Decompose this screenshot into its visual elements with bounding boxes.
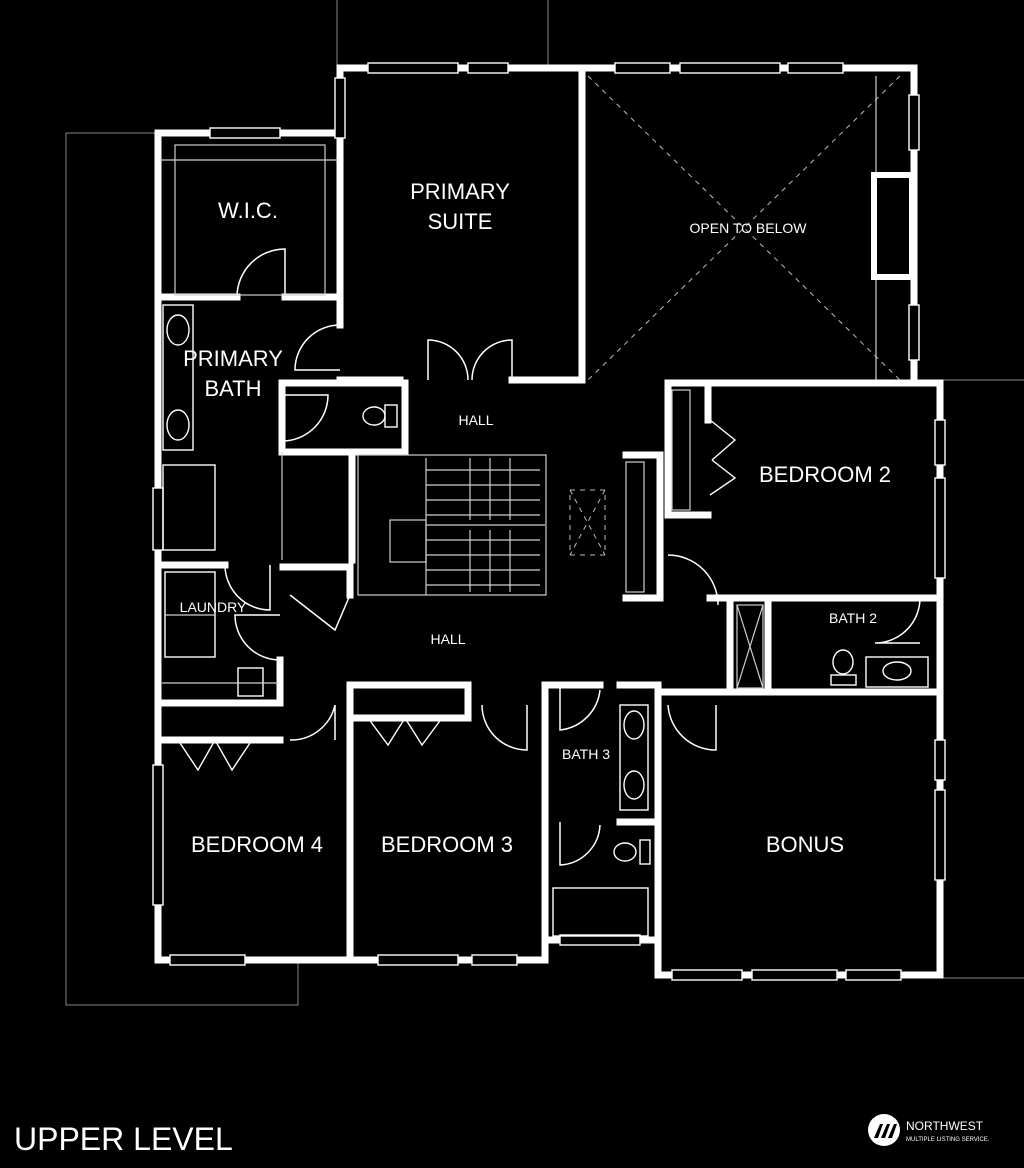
logo-badge-icon [868, 1114, 900, 1146]
room-labels: W.I.C. PRIMARY SUITE OPEN TO BELOW PRIMA… [180, 179, 891, 857]
bath3-label: BATH 3 [562, 746, 610, 762]
primary-suite-label-line1: PRIMARY [410, 179, 510, 204]
stair-treads [389, 458, 545, 595]
fixtures [160, 144, 929, 937]
doors [177, 248, 921, 866]
bedroom2-label: BEDROOM 2 [759, 462, 891, 487]
site-outline [65, 0, 1024, 1006]
logo-tagline: MULTIPLE LISTING SERVICE. [906, 1137, 990, 1143]
level-title: UPPER LEVEL [14, 1121, 233, 1157]
laundry-label: LAUNDRY [180, 599, 247, 615]
bonus-label: BONUS [766, 832, 844, 857]
windows [152, 62, 946, 981]
primary-bath-label-line2: BATH [204, 376, 261, 401]
bedroom4-label: BEDROOM 4 [191, 832, 323, 857]
chimney [871, 172, 915, 280]
open-to-below-label: OPEN TO BELOW [690, 220, 808, 236]
hall-upper-label: HALL [458, 412, 493, 428]
bedroom3-label: BEDROOM 3 [381, 832, 513, 857]
wic-label: W.I.C. [218, 198, 278, 223]
hall-lower-label: HALL [430, 631, 465, 647]
logo-name: NORTHWEST [906, 1119, 984, 1133]
bath2-label: BATH 2 [829, 610, 877, 626]
primary-bath-label-line1: PRIMARY [183, 346, 283, 371]
primary-suite-label-line2: SUITE [428, 209, 493, 234]
northwest-mls-logo: NORTHWEST MULTIPLE LISTING SERVICE. [868, 1114, 990, 1146]
